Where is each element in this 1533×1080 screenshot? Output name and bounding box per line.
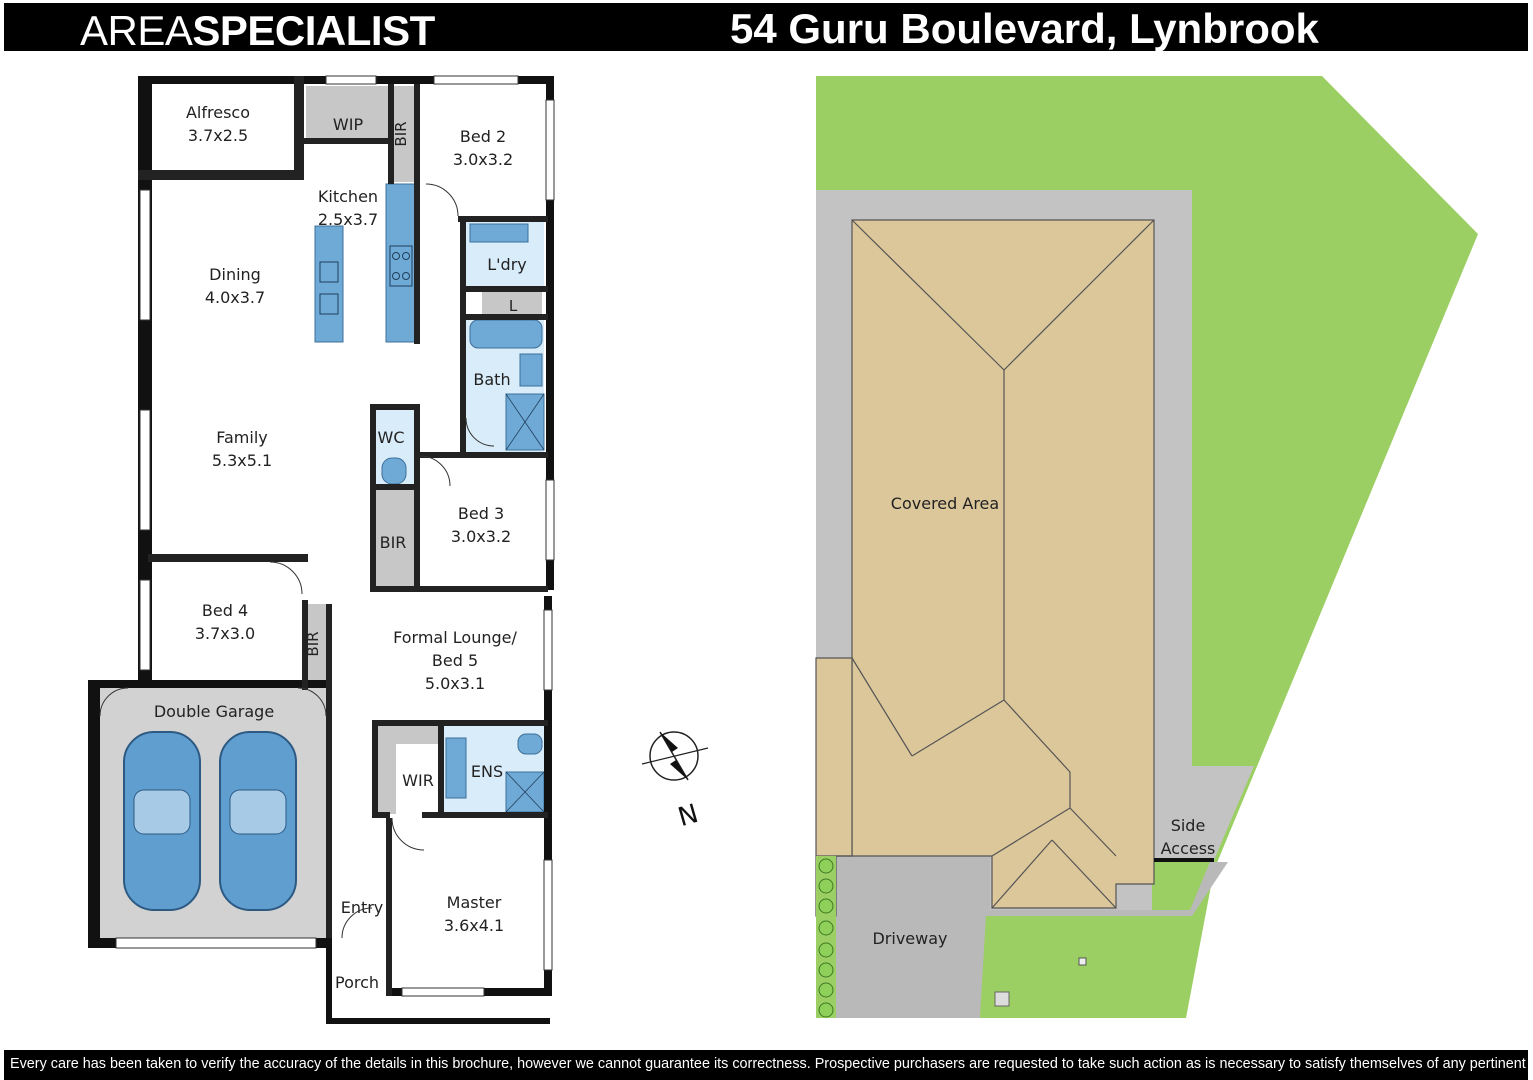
room-size-formal-lounge: 5.0x3.1: [425, 674, 485, 693]
roof-covered-area: [851, 219, 1155, 909]
property-address: 54 Guru Boulevard, Lynbrook: [730, 5, 1319, 52]
room-size-dining: 4.0x3.7: [205, 288, 265, 307]
bir-top-robe: [393, 86, 417, 182]
room-name-dining: Dining: [209, 265, 261, 284]
linen-cupboard: [482, 290, 542, 314]
room-name-bed3: Bed 3: [458, 504, 504, 523]
room-size-bed4: 3.7x3.0: [195, 624, 255, 643]
letterbox-icon: [1078, 957, 1087, 966]
brand-logo: AREASPECIALIST: [80, 7, 435, 55]
room-name-wc: WC: [378, 428, 405, 447]
room-name-porch: Porch: [335, 973, 379, 992]
island-sink-icon: [319, 261, 339, 283]
room-labels: Alfresco 3.7x2.5 WIP BIR Bed 2 3.0x3.2 K…: [154, 103, 527, 992]
room-size-bed2: 3.0x3.2: [453, 150, 513, 169]
room-name-formal-lounge: Formal Lounge/: [393, 628, 517, 647]
burner-icon: [402, 272, 410, 280]
covered-area-label: Covered Area: [891, 494, 999, 513]
windows: [115, 75, 555, 997]
room-size-bed3: 3.0x3.2: [451, 527, 511, 546]
island-sink2-icon: [319, 293, 339, 315]
floor-plan: Alfresco 3.7x2.5 WIP BIR Bed 2 3.0x3.2 K…: [88, 75, 555, 1024]
car-icon: [123, 731, 201, 911]
front-lawn: [980, 916, 1192, 1018]
room-name-kitchen: Kitchen: [318, 187, 378, 206]
brand-logo-bold: SPECIALIST: [192, 7, 435, 54]
burner-icon: [392, 272, 400, 280]
side-access-label: Side: [1171, 816, 1206, 835]
bathtub-icon: [469, 319, 543, 349]
driveway-label: Driveway: [872, 929, 947, 948]
ens-vanity: [445, 737, 467, 799]
room-size-kitchen: 2.5x3.7: [318, 210, 378, 229]
bir-mid-robe: [373, 488, 415, 588]
room-name-bir-bed4: BIR: [304, 631, 322, 656]
laundry-bench: [469, 223, 529, 243]
ens-toilet-icon: [517, 733, 543, 755]
brand-logo-light: AREA: [80, 7, 193, 54]
room-name-wir: WIR: [402, 771, 434, 790]
room-name-bed2: Bed 2: [460, 127, 506, 146]
room-name-entry: Entry: [341, 898, 384, 917]
room-name-bath: Bath: [473, 370, 510, 389]
room-name-wip: WIP: [333, 115, 364, 134]
room-name-master: Master: [447, 893, 502, 912]
room-name-bir-mid: BIR: [380, 533, 407, 552]
header-bar: AREASPECIALIST 54 Guru Boulevard, Lynbro…: [4, 3, 1528, 54]
hedge-strip: [816, 856, 836, 1018]
room-size-master: 3.6x4.1: [444, 916, 504, 935]
room-name-bed5: Bed 5: [432, 651, 478, 670]
compass-icon: N: [641, 731, 709, 833]
meter-box-icon: [994, 991, 1010, 1007]
car-icon: [219, 731, 297, 911]
room-name-alfresco: Alfresco: [186, 103, 250, 122]
room-size-family: 5.3x5.1: [212, 451, 272, 470]
bir-bed4-robe: [308, 604, 328, 688]
disclaimer-text: Every care has been taken to verify the …: [10, 1056, 1533, 1072]
bath-vanity: [519, 353, 543, 387]
room-name-linen: L: [509, 297, 518, 315]
room-name-bir-top: BIR: [392, 121, 410, 146]
interior-walls: [138, 76, 548, 996]
room-name-ens: ENS: [471, 762, 503, 781]
kitchen-wall-bench: [385, 183, 417, 343]
roof-ridge-lines: [816, 219, 1155, 909]
hedge-shrubs: [818, 858, 834, 1018]
room-name-laundry: L'dry: [487, 255, 527, 274]
footer-bar: Every care has been taken to verify the …: [4, 1050, 1533, 1080]
compass-north-label: N: [675, 799, 702, 833]
kitchen-island-bench: [314, 225, 344, 343]
door-swings: [99, 183, 495, 939]
cooktop-icon: [389, 245, 413, 287]
toilet-icon: [381, 457, 407, 485]
wir-floor: [396, 744, 438, 814]
driveway-area: [836, 856, 1228, 1018]
burner-icon: [402, 252, 410, 260]
room-size-alfresco: 3.7x2.5: [188, 126, 248, 145]
burner-icon: [392, 252, 400, 260]
site-plan: Covered Area Side Access Driveway: [815, 76, 1478, 1018]
side-access-label-line2: Access: [1161, 839, 1216, 858]
room-name-bed4: Bed 4: [202, 601, 248, 620]
wip-robe: [306, 86, 388, 138]
room-name-family: Family: [216, 428, 267, 447]
room-name-garage: Double Garage: [154, 702, 274, 721]
